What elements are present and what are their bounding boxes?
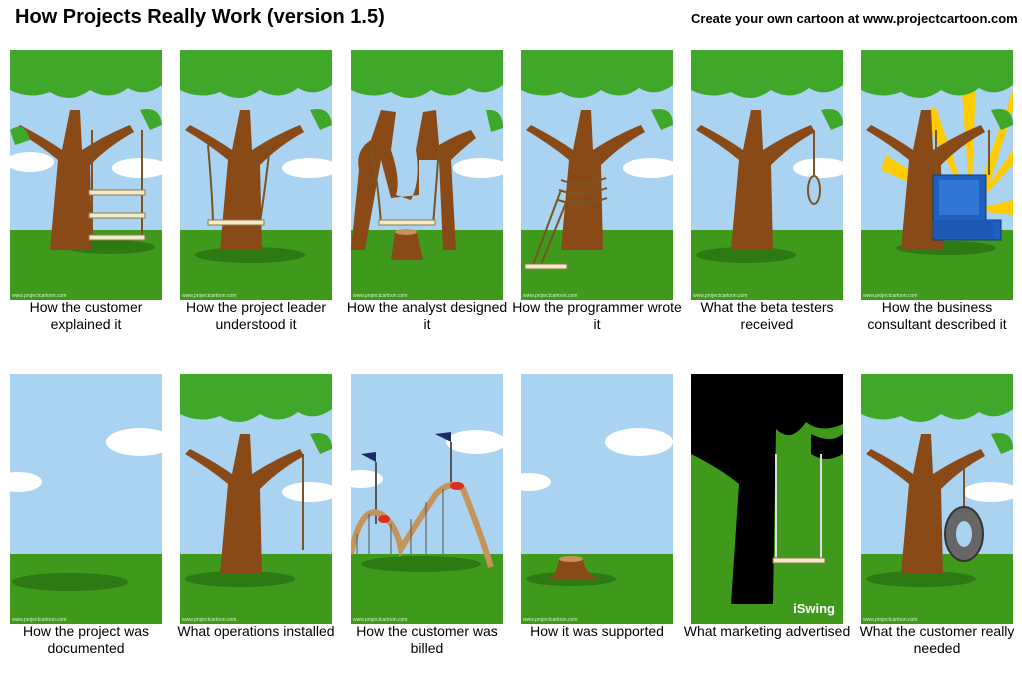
panel-customer-billed: www.projectcartoon.com xyxy=(351,374,503,624)
watermark: www.projectcartoon.com xyxy=(523,293,578,299)
watermark: www.projectcartoon.com xyxy=(353,293,408,299)
caption: What the beta testers received xyxy=(700,299,834,332)
panel-leader-understood: www.projectcartoon.com xyxy=(180,50,332,300)
brand-logo: iSwing xyxy=(793,601,835,616)
panel-project-documented: www.projectcartoon.com xyxy=(10,374,162,624)
page-title: How Projects Really Work (version 1.5) xyxy=(15,6,385,28)
caption: How the programmer wrote it xyxy=(512,299,682,332)
caption: How the project was documented xyxy=(22,623,150,656)
caption: How the customer explained it xyxy=(29,299,143,332)
watermark: www.projectcartoon.com xyxy=(523,617,578,623)
caption: What the customer really needed xyxy=(859,623,1015,656)
panel-operations-installed: www.projectcartoon.com xyxy=(180,374,332,624)
caption: What marketing advertised xyxy=(683,623,851,639)
watermark: www.projectcartoon.com xyxy=(693,293,748,299)
caption: How it was supported xyxy=(530,623,664,639)
panel-marketing-advertised: iSwing xyxy=(691,374,843,624)
caption: How the analyst designed it xyxy=(346,299,508,332)
panel-consultant-described: www.projectcartoon.com xyxy=(861,50,1013,300)
caption: How the project leader understood it xyxy=(185,299,327,332)
panel-how-supported: www.projectcartoon.com xyxy=(521,374,673,624)
watermark: www.projectcartoon.com xyxy=(182,293,237,299)
watermark: www.projectcartoon.com xyxy=(353,617,408,623)
watermark: www.projectcartoon.com xyxy=(12,293,67,299)
caption: How the business consultant described it xyxy=(867,299,1007,332)
panel-analyst-designed: www.projectcartoon.com xyxy=(351,50,503,300)
panel-customer-needed: www.projectcartoon.com xyxy=(861,374,1013,624)
panel-customer-explained: www.projectcartoon.com xyxy=(10,50,162,300)
caption: How the customer was billed xyxy=(356,623,498,656)
credit-link[interactable]: Create your own cartoon at www.projectca… xyxy=(691,11,1018,26)
caption: What operations installed xyxy=(177,623,335,639)
panel-programmer-wrote: www.projectcartoon.com xyxy=(521,50,673,300)
watermark: www.projectcartoon.com xyxy=(863,617,918,623)
panel-beta-received: www.projectcartoon.com xyxy=(691,50,843,300)
watermark: www.projectcartoon.com xyxy=(182,617,237,623)
watermark: www.projectcartoon.com xyxy=(12,617,67,623)
watermark: www.projectcartoon.com xyxy=(863,293,918,299)
